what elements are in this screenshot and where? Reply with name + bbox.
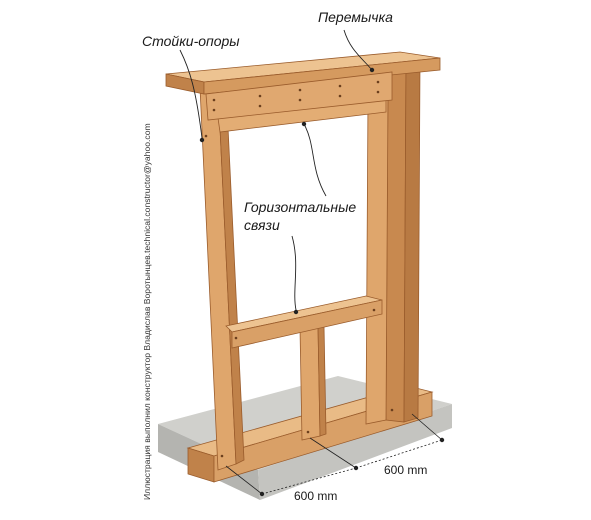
lintel-label: Перемычка xyxy=(318,9,393,25)
right-post xyxy=(365,61,421,425)
lower-tie-leader-dot xyxy=(293,309,299,315)
horizontal-ties-label-line2: связи xyxy=(244,217,280,233)
dimension-lines xyxy=(225,413,445,497)
lintel-leader-dot xyxy=(369,67,375,73)
posts-leader-line xyxy=(179,49,203,139)
lower-tie-leader-line xyxy=(291,235,297,311)
spacing-label-2: 600 mm xyxy=(384,463,427,477)
posts-label: Стойки-опоры xyxy=(142,33,240,49)
nail-marks xyxy=(204,80,394,458)
lintel-leader-line xyxy=(343,29,373,71)
author-credit: Иллюстрация выполнил конструктор Владисл… xyxy=(142,123,152,500)
posts-leader-dot xyxy=(199,137,205,143)
lintel xyxy=(165,51,441,121)
horizontal-ties-label-line1: Горизонтальные xyxy=(244,199,356,215)
cripple-stud xyxy=(299,325,327,441)
upper-tie-leader-line xyxy=(303,123,327,197)
lower-horizontal-tie xyxy=(225,295,383,349)
upper-tie-leader-dot xyxy=(301,121,307,127)
spacing-label-1: 600 mm xyxy=(294,489,337,503)
